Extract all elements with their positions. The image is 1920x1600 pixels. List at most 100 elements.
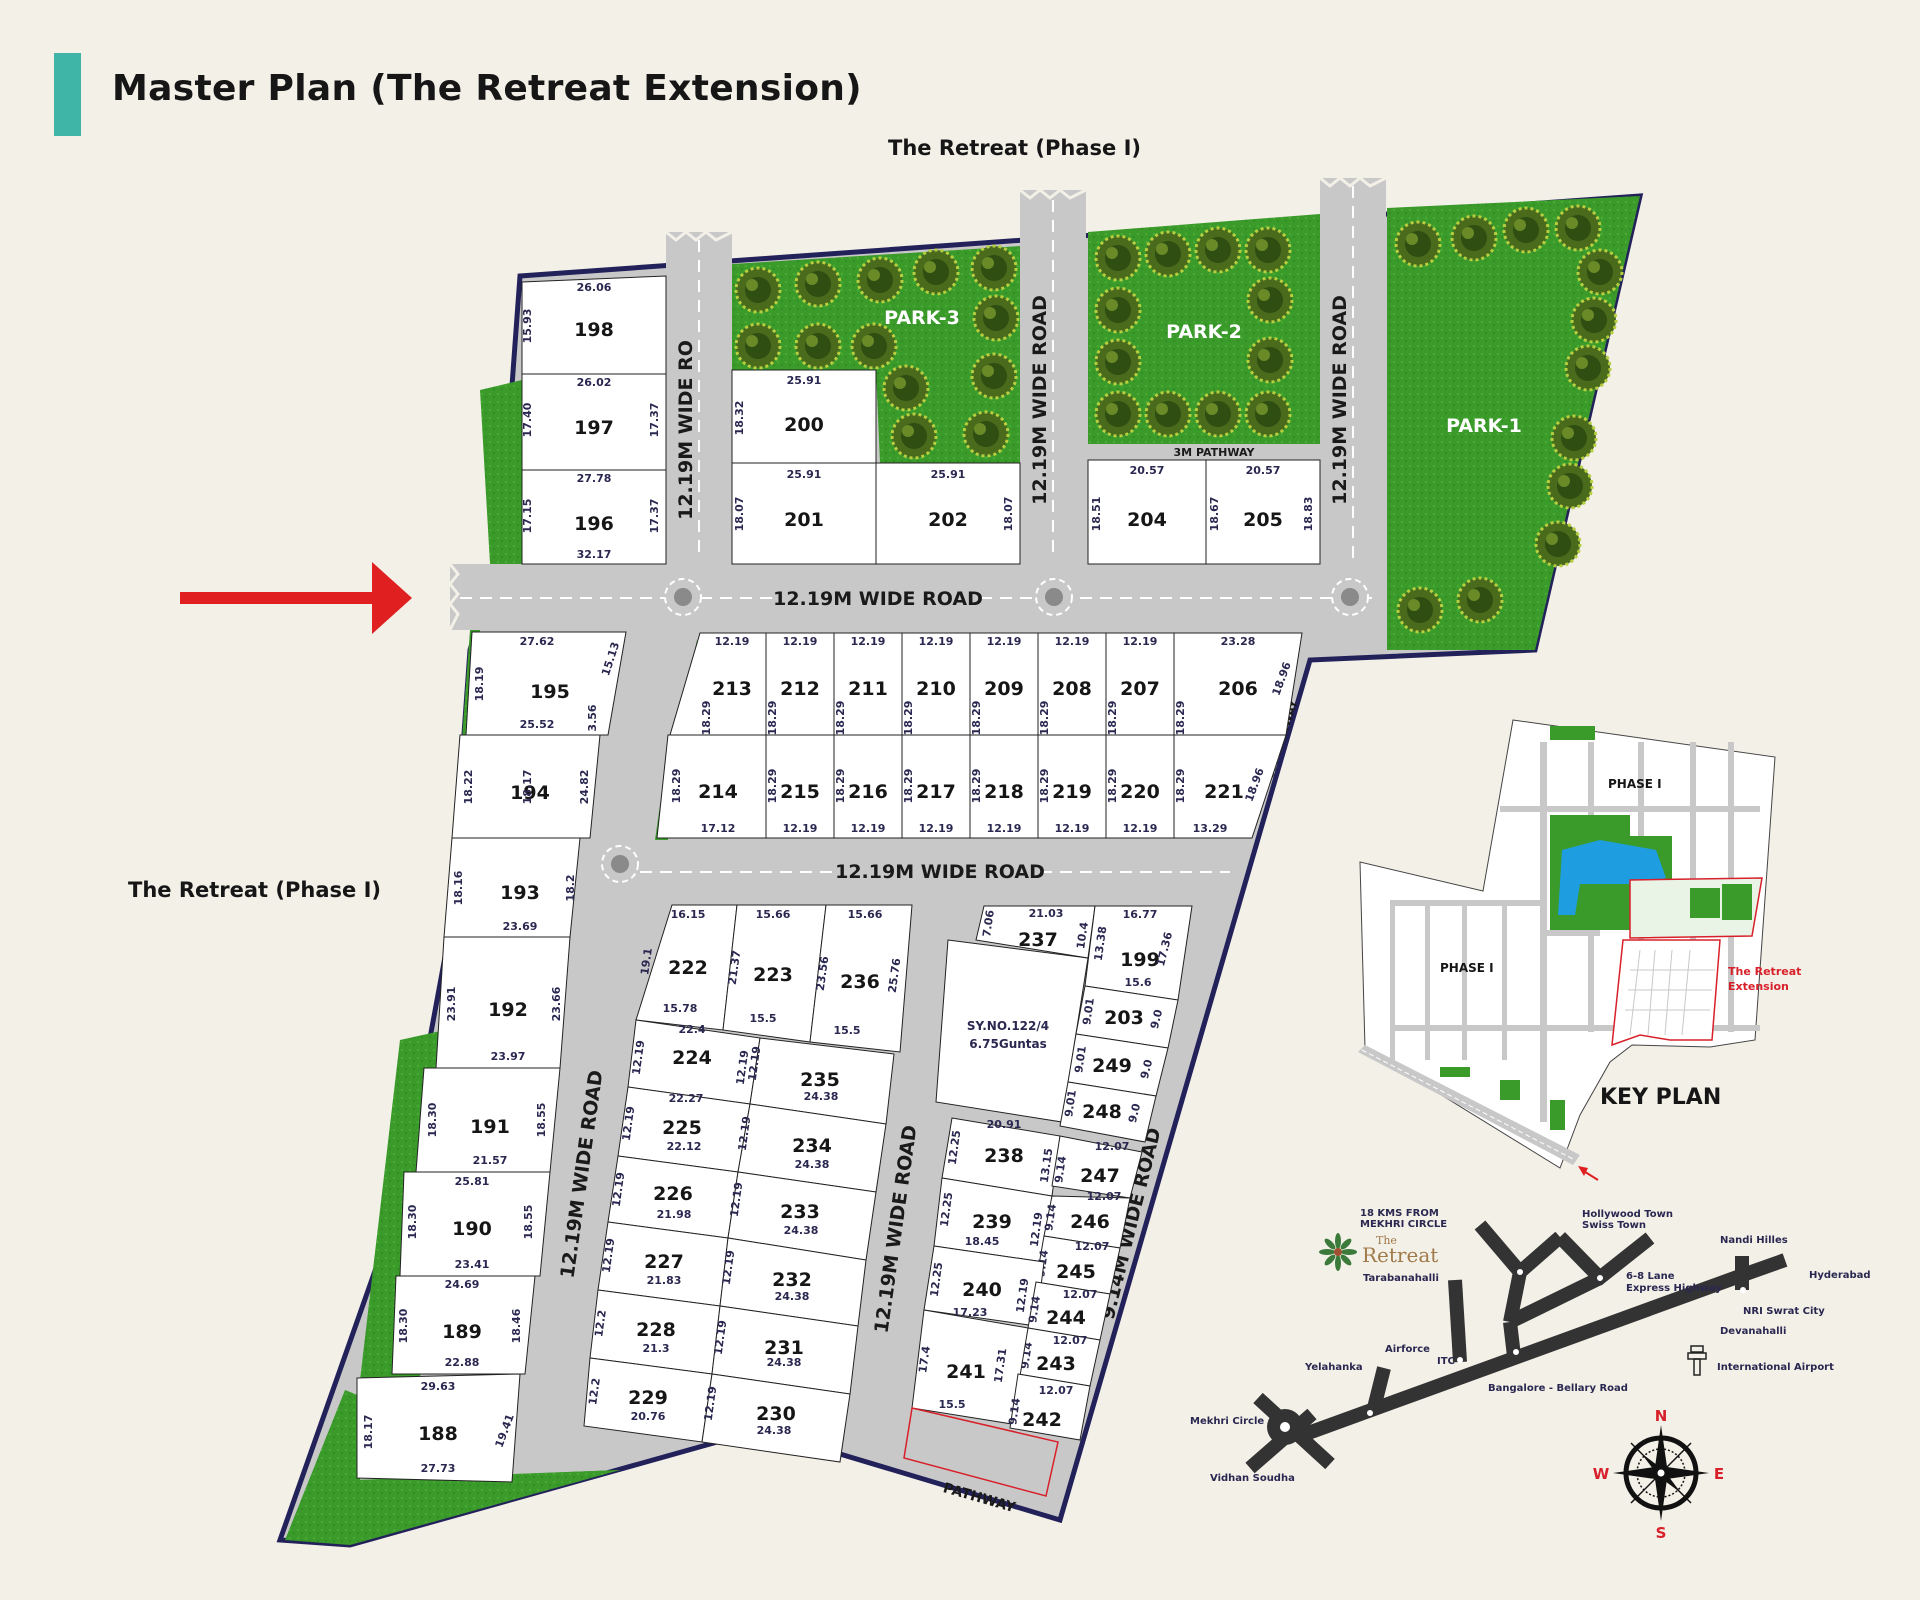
plot-dimension: 18.07 — [733, 497, 746, 532]
plot-dimension: 9.0 — [1148, 1008, 1165, 1030]
plot-number: 237 — [1018, 929, 1058, 951]
plot-dimension: 9.01 — [1072, 1045, 1089, 1074]
plot-dimension: 12.19 — [851, 635, 886, 648]
distance-line2: MEKHRI CIRCLE — [1360, 1219, 1447, 1230]
plot-number: 241 — [946, 1361, 986, 1383]
title-accent-bar — [54, 53, 81, 136]
plot-dimension: 12.19 — [715, 635, 750, 648]
plot-dimension: 12.19 — [1123, 635, 1158, 648]
plot-number: 240 — [962, 1279, 1002, 1301]
plot-dimension: 24.38 — [757, 1424, 792, 1437]
plot-dimension: 9.0 — [1138, 1058, 1155, 1080]
plot-dimension: 12.19 — [702, 1385, 720, 1421]
plot-dimension: 13.38 — [1092, 925, 1110, 961]
plot-dimension: 18.29 — [1106, 701, 1119, 736]
plot-dimension: 12.25 — [946, 1129, 964, 1165]
survey-plot-number: SY.NO.122/4 — [967, 1019, 1049, 1033]
plot-dimension: 12.07 — [1075, 1240, 1110, 1253]
park-2: PARK-2 — [1088, 214, 1320, 444]
plot-dimension: 24.38 — [775, 1290, 810, 1303]
place-bellary-road: Bangalore - Bellary Road — [1488, 1383, 1628, 1394]
plot-dimension: 9.14 — [1042, 1203, 1059, 1232]
plot-number: 225 — [662, 1117, 702, 1139]
plot-dimension: 18.30 — [397, 1308, 410, 1343]
plot-dimension: 23.66 — [550, 986, 563, 1021]
plot-dimension: 27.62 — [520, 635, 555, 648]
plot-dimension: 23.91 — [445, 987, 458, 1022]
plot-dimension: 17.12 — [701, 822, 736, 835]
plot-number: 203 — [1104, 1007, 1144, 1029]
plot-number: 227 — [644, 1251, 684, 1273]
plot-dimension: 12.19 — [987, 635, 1022, 648]
compass-north: N — [1655, 1407, 1668, 1425]
compass-east: E — [1714, 1465, 1724, 1483]
plot-dimension: 12.07 — [1063, 1288, 1098, 1301]
plot-dimension: 22.27 — [669, 1092, 704, 1105]
plot-dimension: 18.67 — [1208, 497, 1221, 532]
plot-dimension: 18.16 — [452, 870, 465, 905]
distance-line1: 18 KMS FROM — [1360, 1208, 1439, 1219]
plot-number: 223 — [753, 964, 793, 986]
plot-dimension: 18.46 — [510, 1308, 523, 1343]
place-itc: ITC — [1437, 1356, 1455, 1367]
plot-number: 202 — [928, 509, 968, 531]
